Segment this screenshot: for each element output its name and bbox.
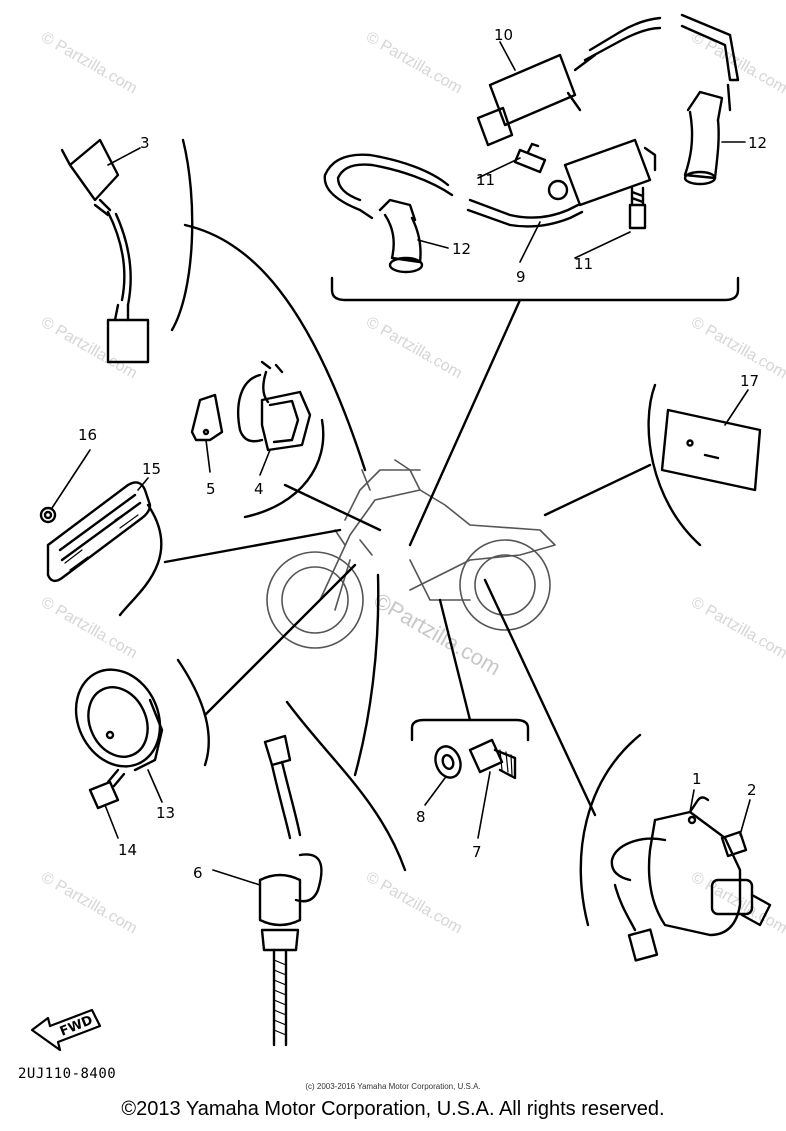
callout-5: 5 xyxy=(206,480,216,498)
part-14-bolt xyxy=(90,770,124,808)
part-3-switch xyxy=(62,140,148,362)
diagram-code: 2UJ110-8400 xyxy=(18,1066,117,1082)
part-17-reflector xyxy=(662,410,760,490)
watermark: © Partzilla.com xyxy=(38,594,140,663)
part-6-switch xyxy=(260,736,321,1045)
callout-15: 15 xyxy=(142,460,161,478)
part-13-horn xyxy=(61,656,176,780)
part-12-plug-cap-right xyxy=(685,92,722,184)
callout-14: 14 xyxy=(118,841,137,859)
part-4-relay xyxy=(238,362,310,450)
callout-10: 10 xyxy=(494,26,513,44)
watermark: © Partzilla.com xyxy=(688,314,786,383)
fwd-arrow-icon: FWD xyxy=(32,1010,100,1050)
part-16-nut xyxy=(41,508,55,522)
part-15-reflector xyxy=(48,482,150,580)
watermark: © Partzilla.com xyxy=(363,869,465,938)
part-8-washer xyxy=(431,743,464,781)
callout-11-right: 11 xyxy=(574,255,593,273)
callout-2: 2 xyxy=(747,781,757,799)
watermark: © Partzilla.com xyxy=(38,314,140,383)
callout-leaders xyxy=(52,42,750,885)
motorcycle-silhouette xyxy=(267,460,555,648)
small-copyright: (c) 2003-2016 Yamaha Motor Corporation, … xyxy=(305,1082,481,1091)
callout-3: 3 xyxy=(140,134,150,152)
part-12-plug-cap-left xyxy=(380,200,422,272)
callout-7: 7 xyxy=(472,843,482,861)
part-2-screw xyxy=(722,832,746,856)
callout-16: 16 xyxy=(78,426,97,444)
callout-6: 6 xyxy=(193,864,203,882)
watermark: © Partzilla.com xyxy=(688,29,786,98)
part-7-switch xyxy=(470,740,515,778)
watermark: © Partzilla.com xyxy=(688,594,786,663)
callout-9: 9 xyxy=(516,268,526,286)
part-11-bolt-b xyxy=(630,188,645,228)
callout-12-right: 12 xyxy=(748,134,767,152)
part-11-bolt-a xyxy=(515,144,545,172)
callout-11-left: 11 xyxy=(476,171,495,189)
callout-4: 4 xyxy=(254,480,264,498)
callout-1: 1 xyxy=(692,770,702,788)
watermark: © Partzilla.com xyxy=(38,29,140,98)
brackets xyxy=(120,140,738,925)
callout-8: 8 xyxy=(416,808,426,826)
callout-17: 17 xyxy=(740,372,759,390)
part-5-bracket xyxy=(192,395,222,440)
callout-numbers: 3 10 12 11 12 9 11 5 4 16 15 17 13 14 6 … xyxy=(78,26,767,882)
callout-13: 13 xyxy=(156,804,175,822)
watermark: © Partzilla.com xyxy=(38,869,140,938)
part-1-main-switch xyxy=(612,798,770,961)
part-9-ignition-coil xyxy=(325,140,655,226)
part-10-ignition-coil xyxy=(478,15,738,145)
watermark: © Partzilla.com xyxy=(363,29,465,98)
watermark-center: ©Partzilla.com xyxy=(370,588,506,681)
watermark: © Partzilla.com xyxy=(363,314,465,383)
callout-12-left: 12 xyxy=(452,240,471,258)
leader-lines xyxy=(165,225,650,815)
copyright-notice: ©2013 Yamaha Motor Corporation, U.S.A. A… xyxy=(121,1098,665,1120)
